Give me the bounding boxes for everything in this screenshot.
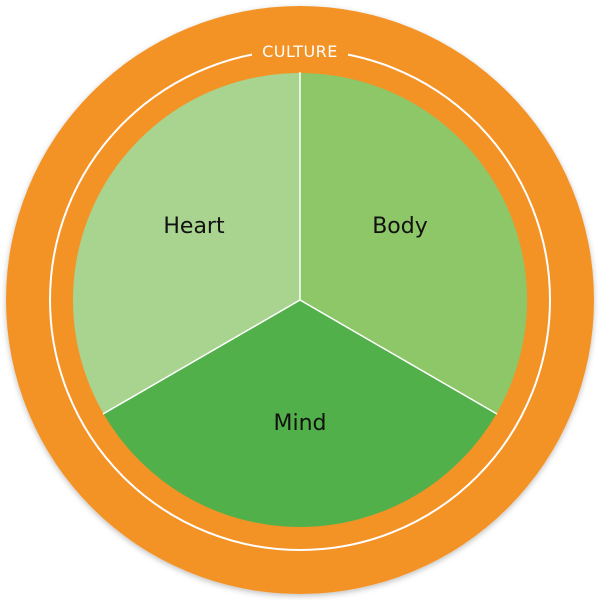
body-label: Body (372, 214, 428, 239)
divider-left (102, 299, 301, 415)
body-segment (300, 73, 528, 414)
culture-label: CULTURE (262, 42, 338, 61)
culture-label-backdrop (252, 38, 348, 62)
heart-segment (72, 73, 300, 414)
divider-right (299, 299, 498, 415)
mind-label: Mind (273, 411, 326, 436)
heart-label: Heart (163, 214, 225, 239)
